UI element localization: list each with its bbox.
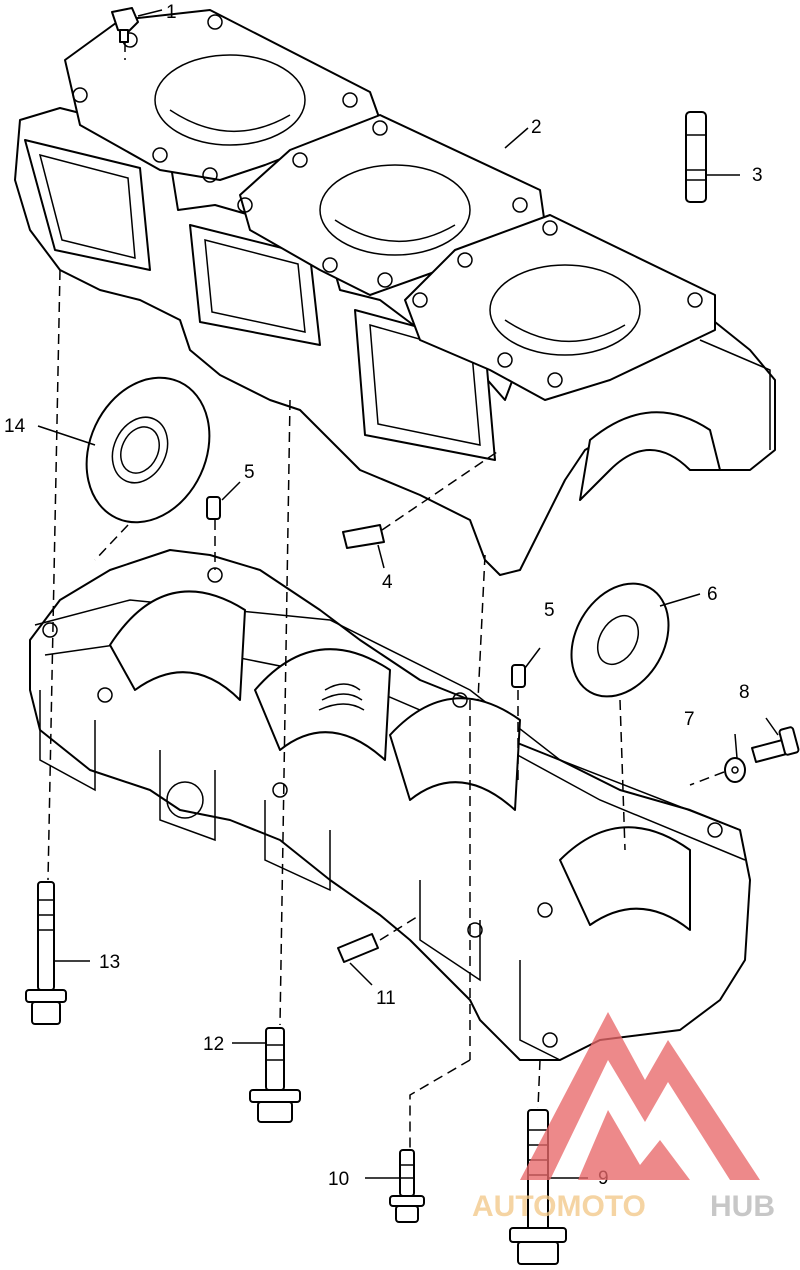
part-5-dowel-upper (206, 496, 221, 520)
lower-crankcase (29, 549, 751, 1061)
part-11-pin (337, 933, 379, 963)
part-14-seal-plate (85, 376, 211, 524)
callout-6: 6 (707, 584, 718, 605)
callout-8: 8 (739, 682, 750, 703)
part-3-stud (685, 111, 707, 203)
part-13-bolt (25, 881, 67, 1025)
callout-4: 4 (382, 572, 393, 593)
part-7-washer (724, 757, 746, 783)
part-1-fitting (111, 7, 139, 43)
part-10-bolt (389, 1149, 425, 1223)
callout-5-upper: 5 (244, 462, 255, 483)
automotohub-watermark: AUTOMOTO HUB (472, 1012, 775, 1223)
part-8-bolt (751, 726, 800, 763)
callout-11: 11 (376, 988, 396, 1009)
callout-14: 14 (4, 416, 26, 437)
callout-10: 10 (328, 1169, 349, 1190)
watermark-logo-icon (520, 1012, 760, 1180)
callout-5-lower: 5 (544, 600, 555, 621)
part-4-pin (342, 524, 385, 549)
callout-13: 13 (99, 952, 120, 973)
callout-3: 3 (752, 165, 763, 186)
part-6-seal (570, 582, 670, 698)
watermark-brand-part1: AUTOMOTO (472, 1190, 646, 1223)
part-5-dowel-lower (511, 664, 526, 688)
part-12-bolt (249, 1027, 301, 1123)
leader-lines (37, 9, 779, 1179)
callout-labels: 1 2 3 4 5 5 6 7 8 9 10 11 12 13 14 (4, 2, 763, 1190)
assembly-guide-lines (47, 42, 725, 1148)
callout-12: 12 (203, 1034, 224, 1055)
watermark-brand-part2: HUB (710, 1190, 775, 1223)
callout-1: 1 (166, 2, 177, 23)
callout-7: 7 (684, 709, 695, 730)
callout-2: 2 (531, 117, 542, 138)
upper-crankcase (14, 9, 776, 576)
